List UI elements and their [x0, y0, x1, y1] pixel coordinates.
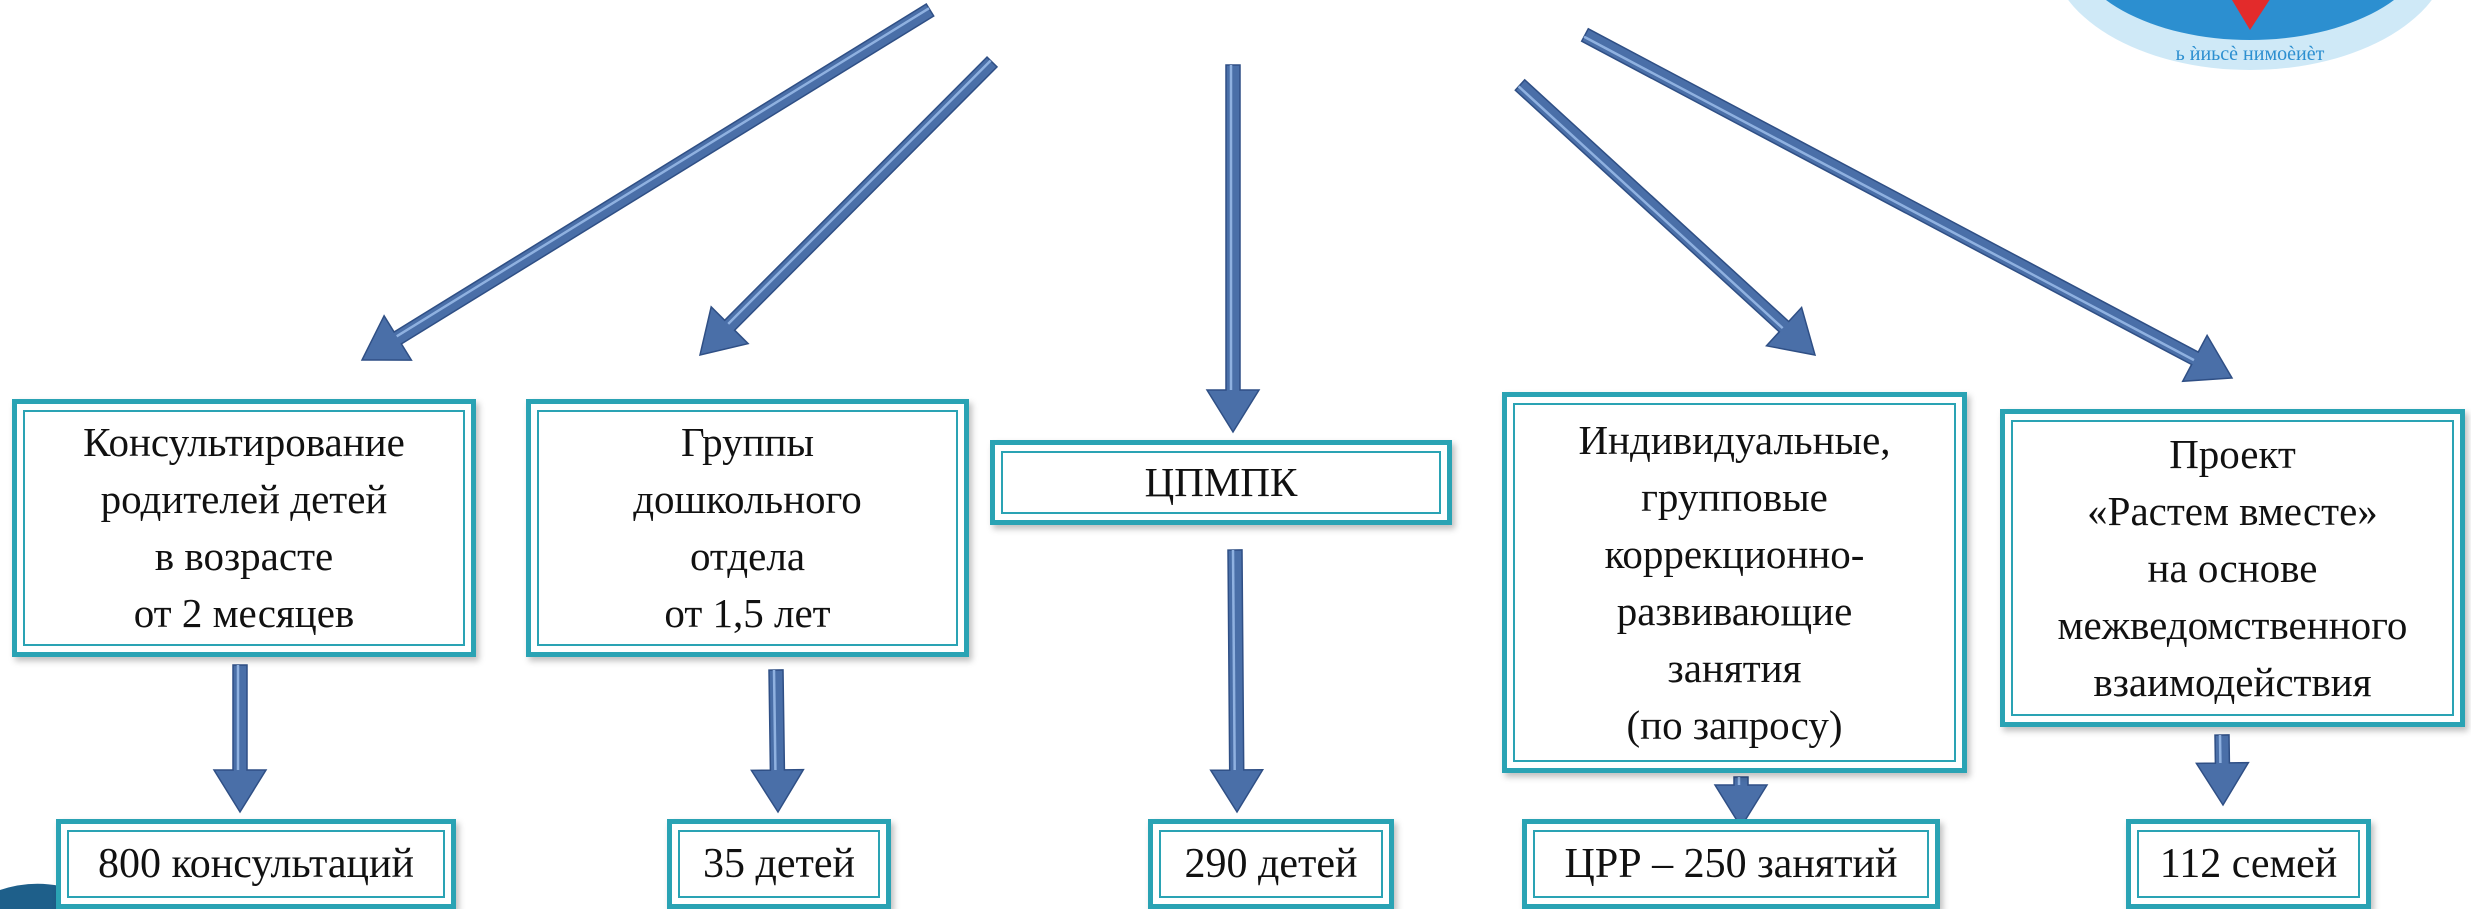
- arrow-to-consulting: [360, 2, 935, 361]
- arrow-to-preschool-result: [750, 669, 805, 814]
- arrow-to-preschool: [698, 56, 999, 357]
- category-label: Индивидуальные, групповые коррекционно- …: [1578, 416, 1891, 748]
- category-label: ЦПМПК: [1144, 459, 1298, 505]
- category-box-cpmpk: ЦПМПК: [990, 440, 1452, 525]
- result-label: 800 консультаций: [98, 841, 414, 887]
- category-box-project: Проект «Растем вместе» на основе межведо…: [2000, 409, 2465, 727]
- arrow-to-project: [1580, 27, 2234, 383]
- logo-text: ь ѝиьсѐ нимоѐиѐт: [2176, 43, 2325, 65]
- arrow-to-crr-result: [1713, 776, 1769, 829]
- result-box-crr-lessons: ЦРР – 250 занятий: [1522, 819, 1940, 909]
- arrow-to-cpmpk: [1205, 64, 1261, 434]
- arrow-to-correction: [1514, 78, 1817, 356]
- result-label: 290 детей: [1184, 841, 1358, 887]
- category-label: Консультирование родителей детей в возра…: [83, 419, 405, 636]
- category-box-consulting: Консультирование родителей детей в возра…: [12, 399, 476, 657]
- result-box-preschool-children: 35 детей: [667, 819, 891, 909]
- category-box-correction-classes: Индивидуальные, групповые коррекционно- …: [1502, 392, 1967, 773]
- category-label: Проект «Растем вместе» на основе межведо…: [2057, 430, 2408, 705]
- arrow-to-cpmpk-result: [1209, 549, 1265, 814]
- result-label: ЦРР – 250 занятий: [1564, 841, 1898, 887]
- corner-accent-shape: [0, 883, 60, 909]
- arrow-to-consultations: [212, 664, 268, 814]
- arrow-to-families-result: [2195, 734, 2250, 807]
- result-box-cpmpk-children: 290 детей: [1148, 819, 1394, 909]
- result-box-families: 112 семей: [2126, 819, 2371, 909]
- category-label: Группы дошкольного отдела от 1,5 лет: [633, 419, 862, 636]
- result-box-consultations: 800 консультаций: [56, 819, 456, 909]
- heart-logo-icon: ь ѝиьсѐ нимоѐиѐт: [2068, 0, 2432, 70]
- result-label: 35 детей: [703, 841, 855, 887]
- result-label: 112 семей: [2159, 841, 2338, 887]
- category-box-preschool-groups: Группы дошкольного отдела от 1,5 лет: [526, 399, 969, 657]
